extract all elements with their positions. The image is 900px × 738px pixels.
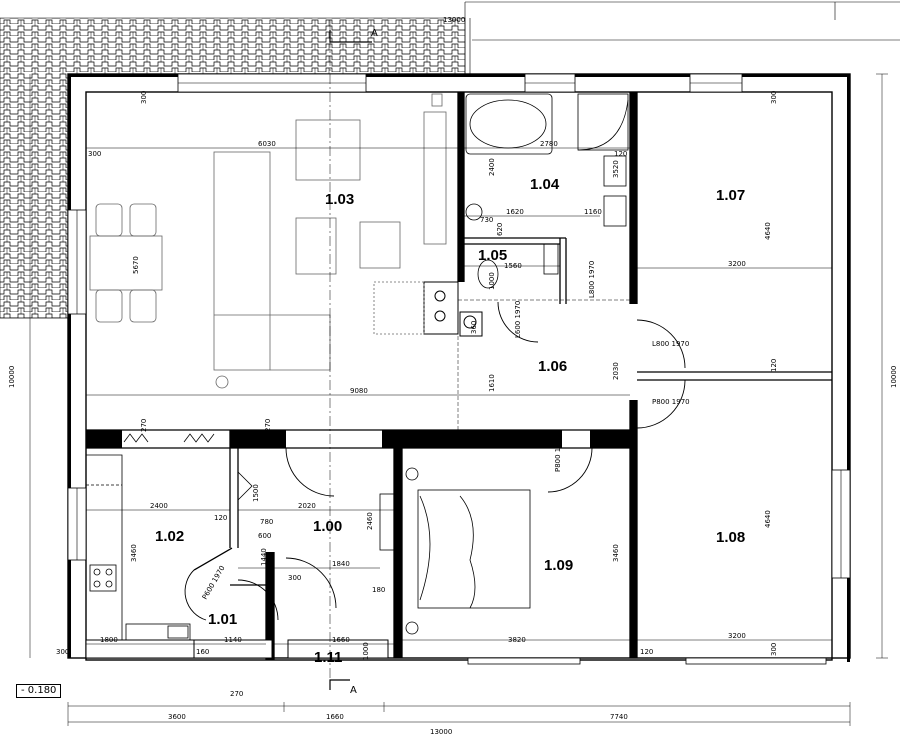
dim-3460-bed: 3460 [612,544,620,562]
dim-3200-bot: 3200 [728,632,746,640]
chimney [423,281,483,337]
dim-300-bot-r: 300 [770,643,778,656]
room-label-103: 1.03 [325,191,354,208]
dim-1140: 1140 [224,636,242,644]
dim-3460-kitchen: 3460 [130,544,138,562]
dim-1840: 1840 [332,560,350,568]
dim-5670: 5670 [132,256,140,274]
dim-120-kitchen: 120 [214,514,227,522]
section-mark-bottom: A [350,685,357,696]
door-tag-107: L800 1970 [652,340,689,348]
level-mark: - 0.180 [16,684,62,698]
dim-1620: 1620 [506,208,524,216]
dim-730: 730 [480,216,493,224]
dim-1000: 1000 [362,642,370,660]
dim-7740: 7740 [610,713,628,721]
room-label-105: 1.05 [478,247,507,264]
wall-fill [68,74,850,662]
dim-1660b: 1660 [332,636,350,644]
dim-1660: 1660 [326,713,344,721]
dim-1560: 1560 [504,262,522,270]
dim-3520: 3520 [612,160,620,178]
door-tag-108: P800 1970 [652,398,690,406]
dim-3820: 3820 [508,636,526,644]
hall-wardrobe [379,493,395,551]
dim-2020: 2020 [298,502,316,510]
dim-2030: 2030 [612,362,620,380]
dim-9080: 9080 [350,387,368,395]
window-glass [76,82,842,578]
dim-120-mid: 120 [770,359,778,372]
room-label-104: 1.04 [530,176,560,193]
section-mark-top: A [371,28,378,39]
dim-160: 160 [196,648,209,656]
door-swings [184,301,686,621]
dim-300-hall: 300 [288,574,301,582]
dim-total-bottom: 13000 [430,728,452,736]
room-label-108: 1.08 [716,529,745,546]
dim-4640-bot: 4640 [764,510,772,528]
dim-10000-right: 10000 [890,366,898,388]
dim-1000-wc: 1000 [488,272,496,290]
room-label-102: 1.02 [155,528,184,545]
dim-10000-left: 10000 [8,366,16,388]
room-label-109: 1.09 [544,557,573,574]
dim-total-top: 13000 [443,16,465,24]
door-tag-109: P800 1970 [554,434,562,472]
dim-270-hall: 270 [264,419,272,432]
site-lines [0,1,900,319]
dim-3200-top: 3200 [728,260,746,268]
dim-2780: 2780 [540,140,558,148]
room-label-101: 1.01 [208,611,237,628]
dimension-lines [29,20,888,726]
dim-1440: 1440 [260,548,268,566]
dim-2460: 2460 [366,512,374,530]
dim-300-right: 300 [770,91,778,104]
dim-300-living: 300 [88,150,101,158]
door-tag-101: P600 1970 [201,564,227,601]
dim-6030: 6030 [258,140,276,148]
dim-2400-bath: 2400 [488,158,496,176]
section-arrows [329,30,372,690]
dim-120-bath: 120 [614,150,627,158]
door-tag-105: L600 1970 [514,301,522,338]
dim-4640-top: 4640 [764,222,772,240]
room-label-111: 1.11 [314,649,342,666]
door-tag-104: L800 1970 [588,261,596,298]
dim-360: 360 [470,321,478,334]
wall-bars [85,92,637,660]
kitchen-counter [86,454,191,641]
dim-1160: 1160 [584,208,602,216]
sliding-door-marks [123,433,253,501]
room-label-107: 1.07 [716,187,745,204]
dim-270: 270 [230,690,243,698]
dim-2400: 2400 [150,502,168,510]
dim-270-kitchen: 270 [140,419,148,432]
room-label-106: 1.06 [538,358,567,375]
dim-1800: 1800 [100,636,118,644]
dim-3600: 3600 [168,713,186,721]
dim-180: 180 [372,586,385,594]
dim-300-left: 300 [56,648,69,656]
room-label-100: 1.00 [313,518,342,535]
dimension-texts: 13000 13000 3600 1660 7740 6030 2780 320… [8,16,898,736]
dim-300-top: 300 [140,91,148,104]
dim-1610: 1610 [488,374,496,392]
bed [405,467,531,635]
dim-1500: 1500 [252,484,260,502]
dim-120-bot: 120 [640,648,653,656]
living-furniture [89,93,447,389]
dim-620: 620 [496,223,504,236]
dim-780: 780 [260,518,273,526]
dim-600: 600 [258,532,271,540]
